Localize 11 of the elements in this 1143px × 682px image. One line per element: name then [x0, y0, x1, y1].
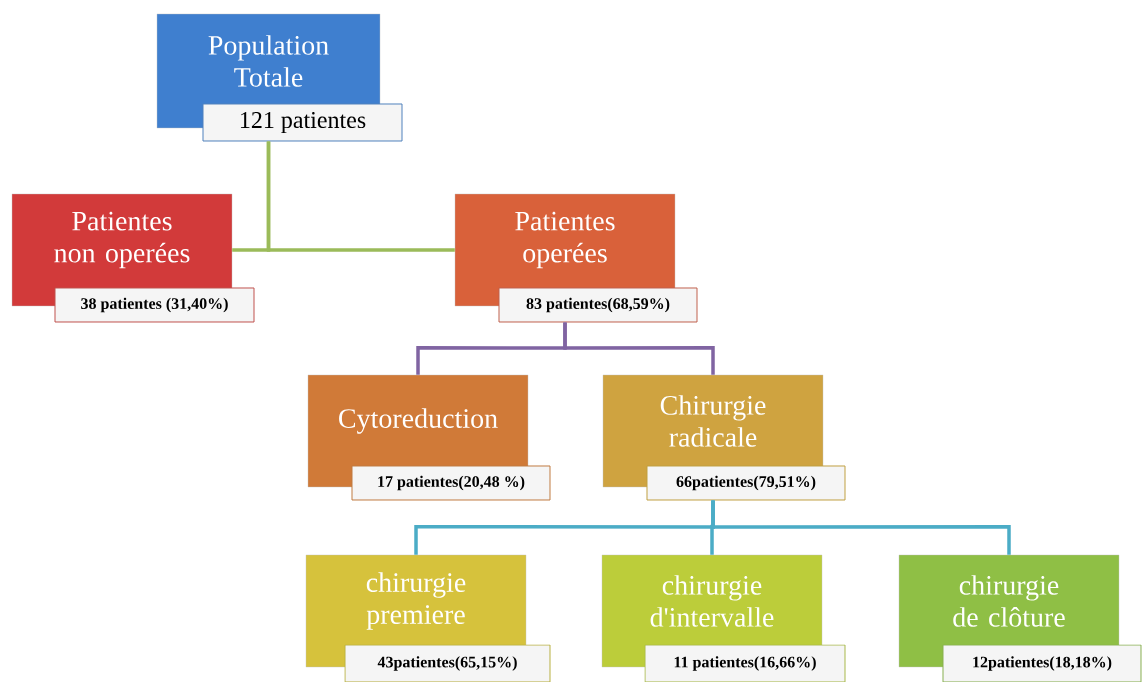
count-box: 12patientes(18,18%) — [942, 644, 1142, 682]
count-box: 38 patientes (31,40%) — [54, 287, 255, 323]
count-box: 11 patientes(16,66%) — [644, 644, 846, 682]
count-box: 43patientes(65,15%) — [344, 644, 551, 682]
count-box: 66patientes(79,51%) — [646, 465, 846, 501]
count-box: 121 patientes — [202, 103, 403, 142]
connector — [563, 322, 715, 375]
count-box: 83 patientes(68,59%) — [498, 287, 698, 323]
count-box: 17 patientes(20,48 %) — [351, 465, 551, 501]
connector — [711, 500, 1011, 555]
connector — [266, 141, 455, 252]
